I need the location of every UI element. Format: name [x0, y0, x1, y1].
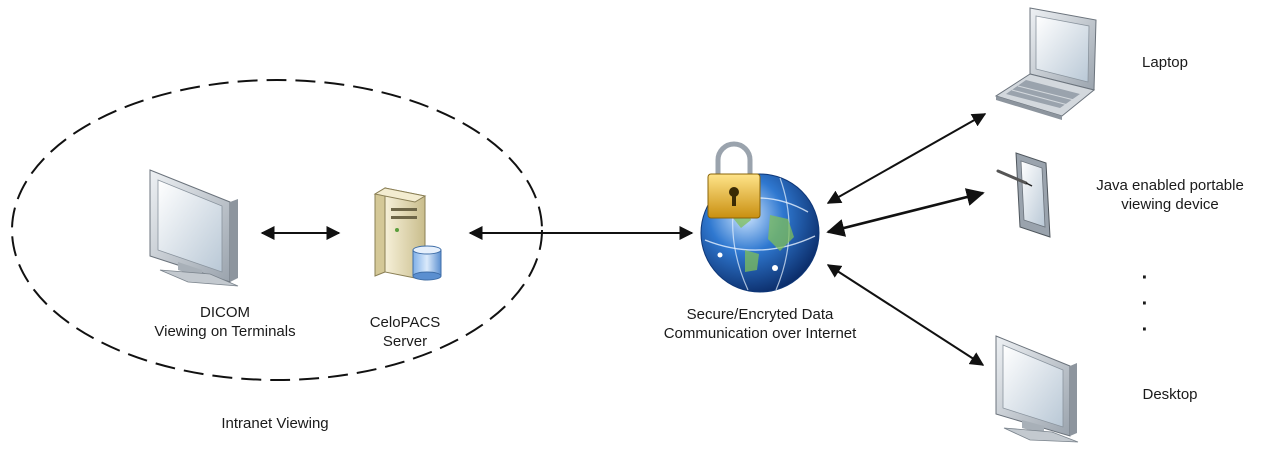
desktop-label: Desktop [1142, 386, 1198, 403]
intranet-label: Intranet Viewing [221, 415, 329, 432]
portable-label: Java enabled portable viewing device [1080, 176, 1260, 214]
monitor-icon [149, 169, 239, 287]
server-icon [373, 187, 442, 281]
ellipsis-dot: · [1141, 319, 1149, 341]
internet-label-line2: Communication over Internet [663, 325, 857, 342]
server-label-line1: CeloPACS [369, 314, 441, 331]
portable-label-line2: viewing device [1121, 196, 1219, 213]
link-internet-desktop [826, 264, 985, 366]
dicom-label: DICOM Viewing on Terminals [130, 303, 320, 341]
ellipsis-dot: · [1141, 267, 1149, 289]
link-internet-laptop [826, 113, 987, 204]
tablet-icon [996, 152, 1051, 238]
laptop-icon [994, 7, 1097, 120]
more-devices-ellipsis: · · · [1125, 265, 1165, 343]
monitor-icon [995, 335, 1079, 443]
internet-label: Secure/Encryted Data Communication over … [645, 305, 875, 343]
globe-lock-icon [700, 141, 820, 293]
laptop-label: Laptop [1142, 54, 1188, 71]
portable-label-line1: Java enabled portable [1096, 177, 1244, 194]
dicom-label-line2: Viewing on Terminals [154, 323, 296, 340]
internet-label-line1: Secure/Encryted Data [686, 306, 834, 323]
server-label: CeloPACS Server [345, 313, 465, 351]
dicom-label-line1: DICOM [200, 304, 250, 321]
link-internet-portable [826, 188, 985, 237]
ellipsis-dot: · [1141, 293, 1149, 315]
server-label-line2: Server [382, 333, 428, 350]
